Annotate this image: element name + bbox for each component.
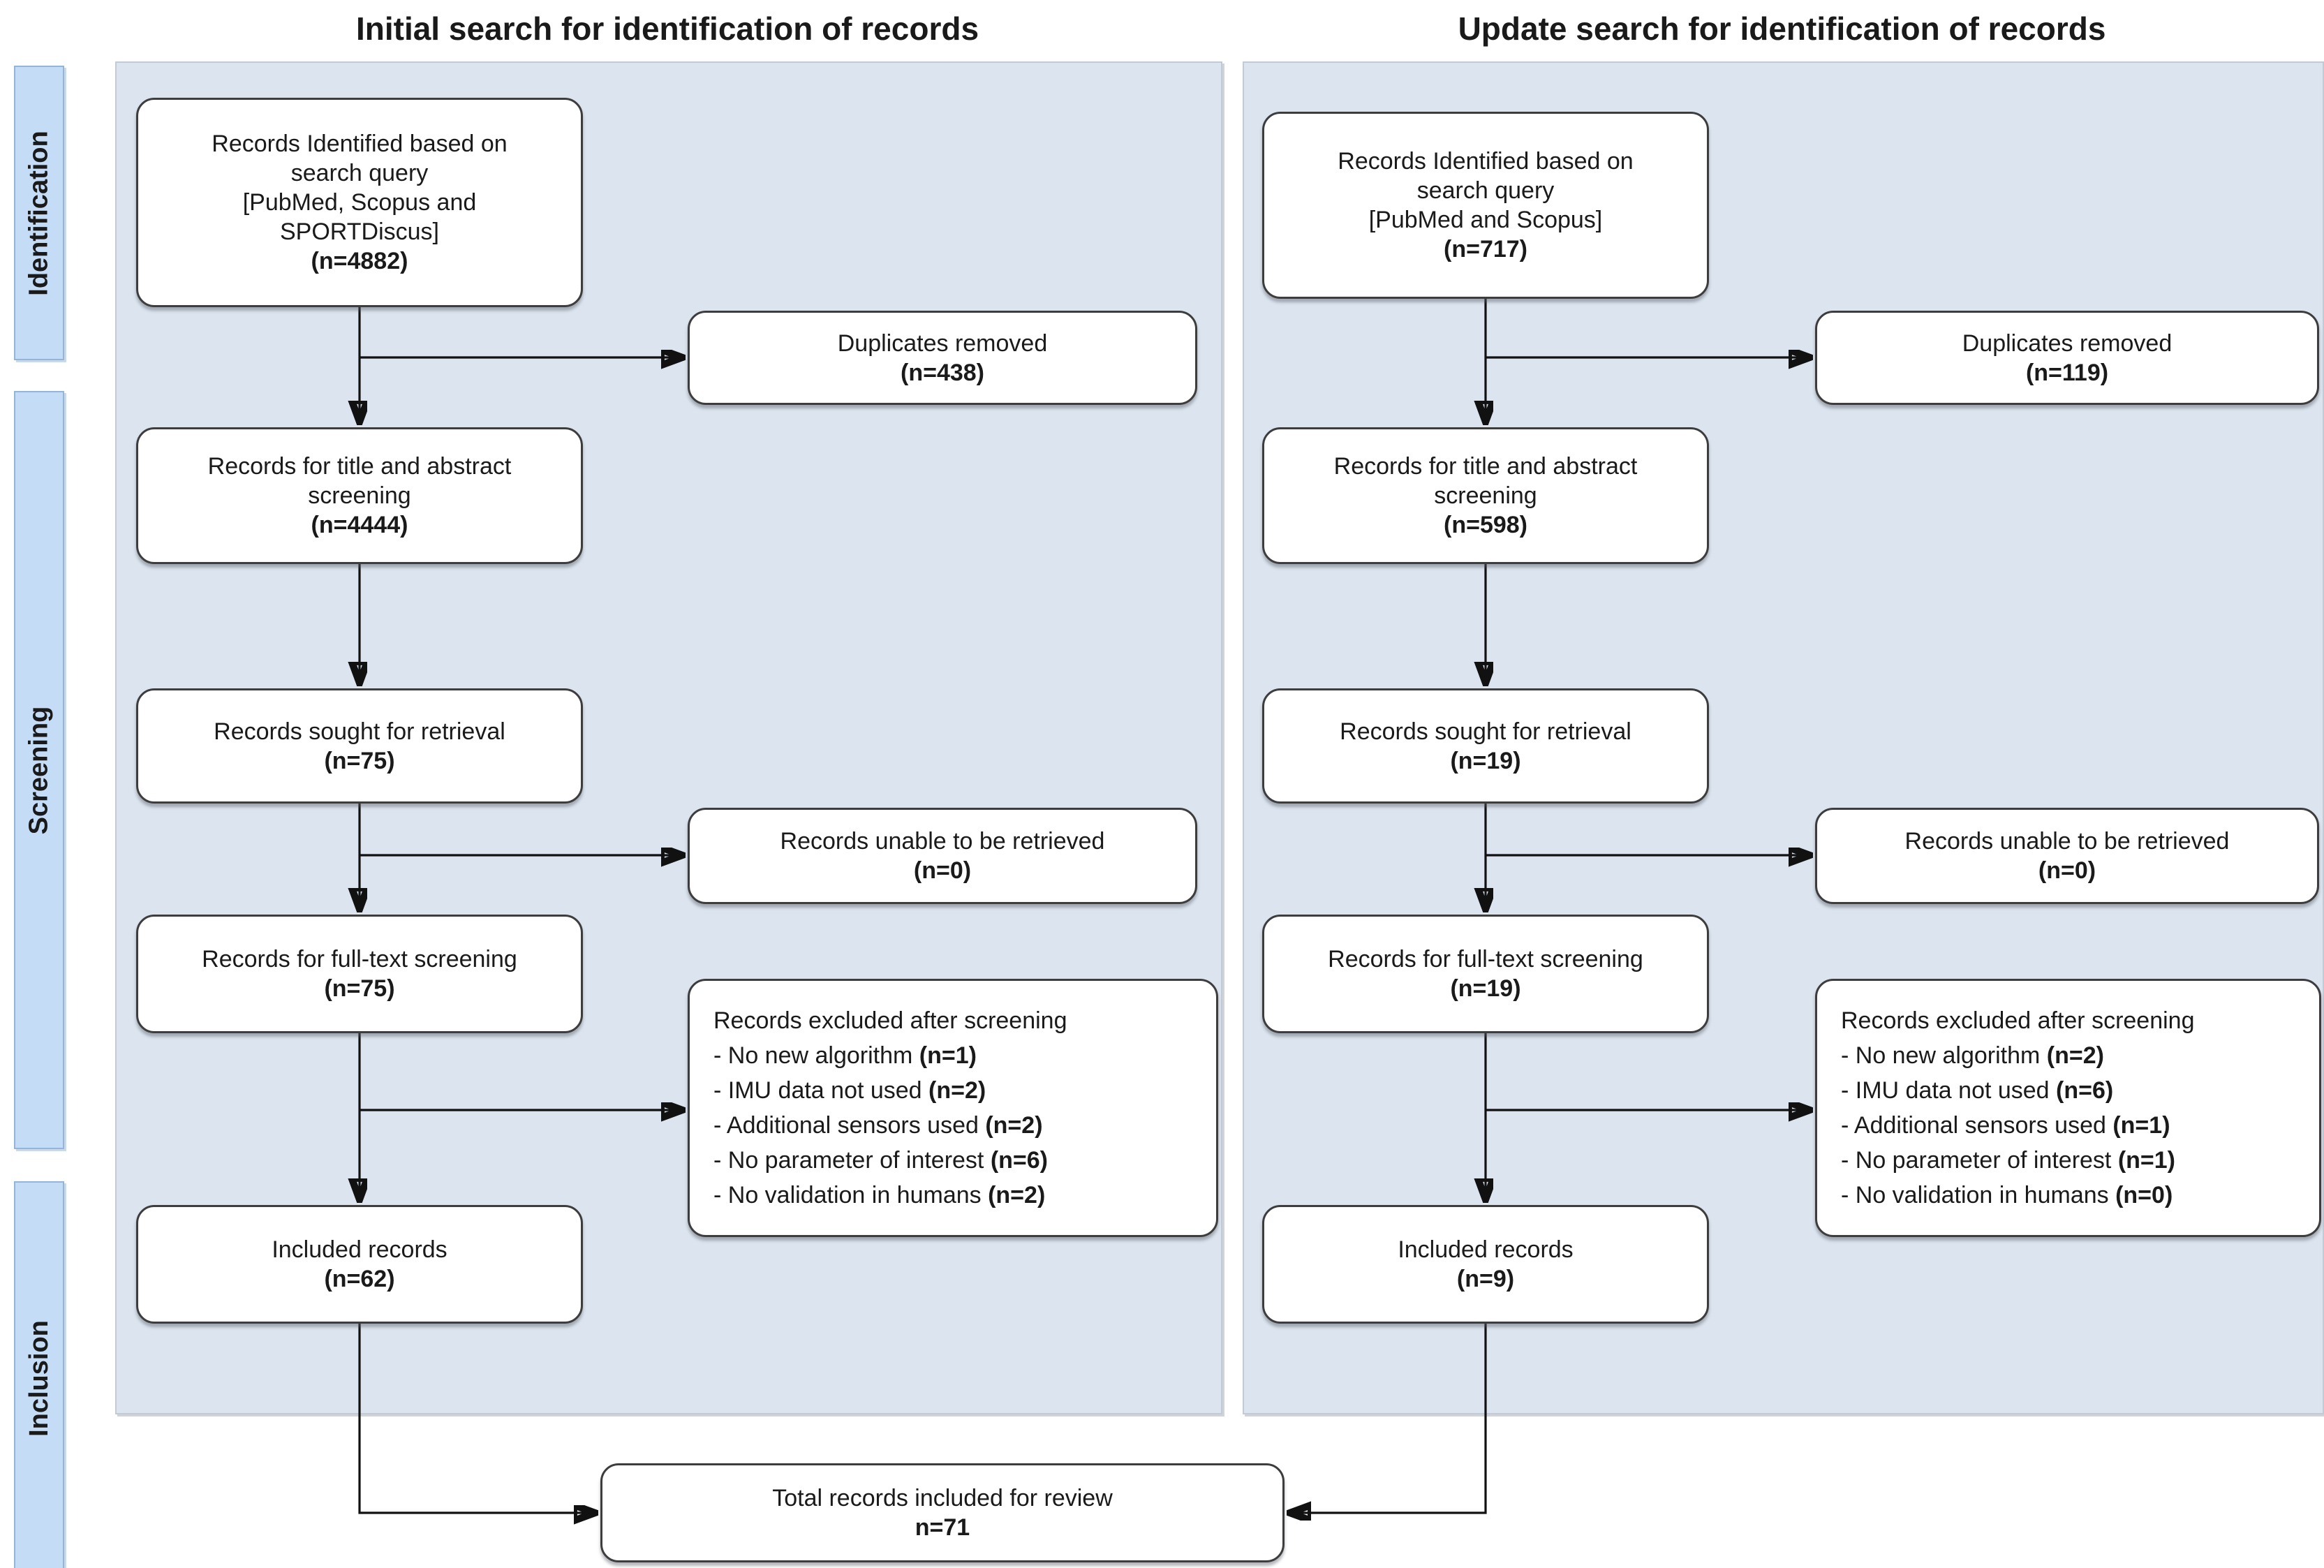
box-label: Included records [272,1236,447,1263]
update-records-excluded-box: Records excluded after screening - No ne… [1815,979,2321,1237]
excluded-header: Records excluded after screening [713,1007,1067,1034]
box-count: (n=438) [901,359,984,386]
stage-label-inclusion: Inclusion [24,1319,54,1437]
excluded-item-count: (n=6) [990,1147,1049,1174]
box-count: (n=0) [2038,857,2096,884]
excluded-item: - No validation in humans (n=0) [1841,1178,2173,1213]
box-label: Records sought for retrieval [1340,718,1631,745]
excluded-item: - No new algorithm (n=1) [713,1038,977,1073]
update-included-records-box: Included records (n=9) [1262,1205,1709,1324]
excluded-item-count: (n=2) [985,1112,1043,1139]
initial-records-identified-box: Records Identified based on search query… [136,98,583,307]
box-label: Records unable to be retrieved [780,828,1105,855]
excluded-item-text: - No parameter of interest [713,1147,991,1174]
update-fulltext-screening-box: Records for full-text screening (n=19) [1262,915,1709,1033]
box-label: Records for full-text screening [1328,946,1643,972]
initial-fulltext-screening-box: Records for full-text screening (n=75) [136,915,583,1033]
box-count: (n=75) [324,747,395,774]
initial-duplicates-removed-box: Duplicates removed (n=438) [688,311,1197,405]
excluded-item: - Additional sensors used (n=1) [1841,1108,2170,1143]
box-count: (n=717) [1444,236,1527,262]
box-count: (n=62) [324,1266,395,1292]
box-count: (n=4882) [311,248,408,274]
box-label: Records Identified based on search query… [212,131,508,245]
excluded-item: - Additional sensors used (n=2) [713,1108,1043,1143]
box-label: Records for title and abstract screening [207,453,512,509]
box-label: Records sought for retrieval [214,718,505,745]
box-label: Records unable to be retrieved [1904,828,2230,855]
excluded-item: - No new algorithm (n=2) [1841,1038,2104,1073]
excluded-item-text: - No new algorithm [713,1042,919,1069]
excluded-item-text: - No validation in humans [1841,1182,2116,1208]
excluded-header: Records excluded after screening [1841,1007,2195,1034]
excluded-item-count: (n=2) [988,1182,1046,1208]
box-count: n=71 [915,1514,970,1541]
excluded-item-count: (n=6) [2056,1077,2114,1104]
stage-label-screening: Screening [24,706,54,834]
update-duplicates-removed-box: Duplicates removed (n=119) [1815,311,2319,405]
excluded-item-count: (n=2) [928,1077,986,1104]
initial-title-abstract-screening-box: Records for title and abstract screening… [136,427,583,564]
box-label: Records for full-text screening [202,946,517,972]
stage-bar-identification: Identification [14,66,64,360]
box-count: (n=9) [1456,1266,1515,1292]
stage-bar-screening: Screening [14,391,64,1149]
update-records-sought-box: Records sought for retrieval (n=19) [1262,688,1709,804]
box-label: Duplicates removed [837,330,1048,357]
box-count: (n=75) [324,975,395,1002]
excluded-item-count: (n=1) [2112,1112,2170,1139]
box-label: Included records [1398,1236,1574,1263]
update-title-abstract-screening-box: Records for title and abstract screening… [1262,427,1709,564]
excluded-item-text: - No parameter of interest [1841,1147,2118,1174]
update-records-unable-box: Records unable to be retrieved (n=0) [1815,808,2319,904]
initial-included-records-box: Included records (n=62) [136,1205,583,1324]
excluded-item: - IMU data not used (n=2) [713,1073,986,1108]
excluded-item-text: - IMU data not used [713,1077,929,1104]
box-count: (n=119) [2025,359,2109,386]
excluded-item: - No parameter of interest (n=6) [713,1143,1048,1178]
update-search-title: Update search for identification of reco… [1458,10,2106,47]
initial-search-title: Initial search for identification of rec… [355,10,979,47]
excluded-item-text: - No new algorithm [1841,1042,2047,1069]
stage-bar-inclusion: Inclusion [14,1181,64,1568]
excluded-item-count: (n=1) [919,1042,977,1069]
excluded-item: - No validation in humans (n=2) [713,1178,1045,1213]
box-count: (n=4444) [311,512,408,538]
excluded-item-count: (n=1) [2117,1147,2176,1174]
box-label: Total records included for review [772,1485,1113,1511]
box-count: (n=598) [1444,512,1527,538]
box-label: Records Identified based on search query… [1338,148,1634,233]
excluded-item-text: - Additional sensors used [713,1112,986,1139]
excluded-item-count: (n=2) [2046,1042,2104,1069]
update-records-identified-box: Records Identified based on search query… [1262,112,1709,299]
stage-label-identification: Identification [24,130,54,296]
box-label: Records for title and abstract screening [1333,453,1638,509]
excluded-item-text: - No validation in humans [713,1182,989,1208]
initial-records-unable-box: Records unable to be retrieved (n=0) [688,808,1197,904]
initial-records-sought-box: Records sought for retrieval (n=75) [136,688,583,804]
box-count: (n=19) [1450,975,1521,1002]
excluded-item: - No parameter of interest (n=1) [1841,1143,2175,1178]
excluded-item-text: - Additional sensors used [1841,1112,2113,1139]
excluded-item-count: (n=0) [2115,1182,2173,1208]
total-records-included-box: Total records included for review n=71 [600,1463,1285,1562]
initial-records-excluded-box: Records excluded after screening - No ne… [688,979,1218,1237]
box-count: (n=0) [913,857,972,884]
box-label: Duplicates removed [1962,330,2173,357]
excluded-item-text: - IMU data not used [1841,1077,2057,1104]
box-count: (n=19) [1450,747,1521,774]
excluded-item: - IMU data not used (n=6) [1841,1073,2113,1108]
